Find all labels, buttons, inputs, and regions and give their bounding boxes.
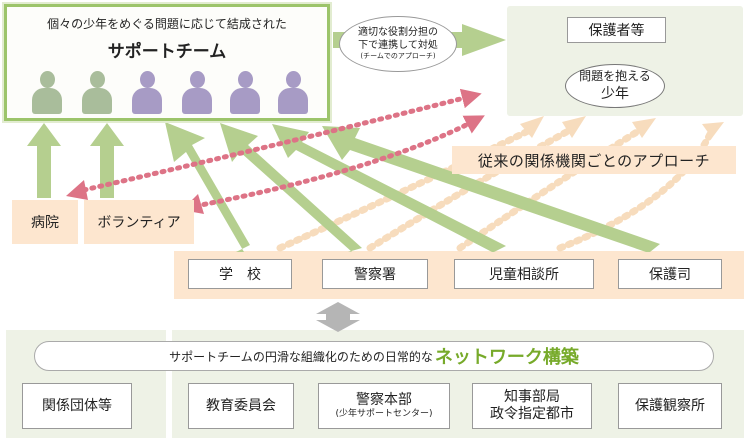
member-person-icon	[82, 71, 112, 115]
probation-office-label: 保護観察所	[635, 397, 705, 414]
green-arrow-school	[165, 122, 250, 252]
peach-arrow-child-guidance	[456, 126, 644, 252]
volunteer-box: ボランティア	[84, 200, 194, 244]
member-person-icon	[132, 71, 162, 115]
network-emphasis: ネットワーク構築	[434, 347, 579, 368]
support-team-box: 個々の少年をめぐる問題に応じて結成された サポートチーム	[4, 4, 330, 121]
traditional-approach-arrowheads	[520, 116, 724, 138]
youth-support-center-label: (少年サポートセンター)	[335, 409, 433, 419]
member-person-icon	[230, 71, 260, 115]
green-arrow-child-guidance	[272, 124, 506, 252]
role-bubble-line1: 適切な役割分担の	[358, 27, 438, 39]
guardian-box: 保護者等	[567, 17, 666, 43]
boy-line1: 問題を抱える	[579, 69, 651, 84]
green-arrow-volunteer	[90, 123, 124, 198]
governor-bureau-box: 知事部局 政令指定都市	[472, 383, 592, 429]
troubled-boy-oval: 問題を抱える 少年	[565, 64, 665, 108]
education-board-label: 教育委員会	[206, 397, 276, 414]
agency-child-guidance: 児童相談所	[454, 259, 594, 289]
related-orgs-label: 関係団体等	[42, 397, 112, 414]
member-person-icon	[182, 71, 212, 115]
related-orgs-box: 関係団体等	[22, 383, 132, 429]
traditional-approach-label: 従来の関係機関ごとのアプローチ	[452, 146, 736, 174]
pink-arrow-volunteer	[193, 115, 485, 209]
agency-police-station: 警察署	[322, 259, 428, 289]
green-arrow-hospital	[27, 123, 61, 198]
role-bubble-line2: 下で連携して対処	[358, 39, 438, 51]
green-local-arrows	[27, 123, 124, 198]
green-arrow-probation	[322, 126, 660, 252]
peach-arrow-school	[276, 126, 534, 252]
police-hq-box: 警察本部 (少年サポートセンター)	[318, 383, 450, 429]
network-prefix: サポートチームの円滑な組織化のための日常的な	[169, 349, 433, 364]
probation-office-box: 保護観察所	[618, 383, 722, 429]
agency-school: 学 校	[188, 259, 292, 289]
pink-dotted-arrows	[81, 88, 485, 209]
education-board-box: 教育委員会	[188, 383, 294, 429]
support-team-subtitle: 個々の少年をめぐる問題に応じて結成された	[47, 17, 287, 31]
double-arrow	[316, 302, 360, 332]
network-building-banner: サポートチームの円滑な組織化のための日常的なネットワーク構築	[34, 341, 714, 371]
pink-arrow-hospital	[81, 88, 482, 193]
boy-line2: 少年	[601, 85, 629, 102]
designated-city-label: 政令指定都市	[490, 406, 574, 422]
police-hq-label: 警察本部	[356, 392, 412, 409]
member-person-icon	[32, 71, 62, 115]
member-person-icon	[278, 71, 308, 115]
governor-bureau-label: 知事部局	[504, 389, 560, 406]
agency-probation-officer: 保護司	[618, 259, 722, 289]
hospital-box: 病院	[12, 200, 78, 244]
role-division-bubble: 適切な役割分担の 下で連携して対処 (チームでのアプローチ)	[339, 16, 457, 72]
support-team-title: サポートチーム	[107, 42, 227, 62]
role-bubble-line3: (チームでのアプローチ)	[360, 52, 436, 61]
